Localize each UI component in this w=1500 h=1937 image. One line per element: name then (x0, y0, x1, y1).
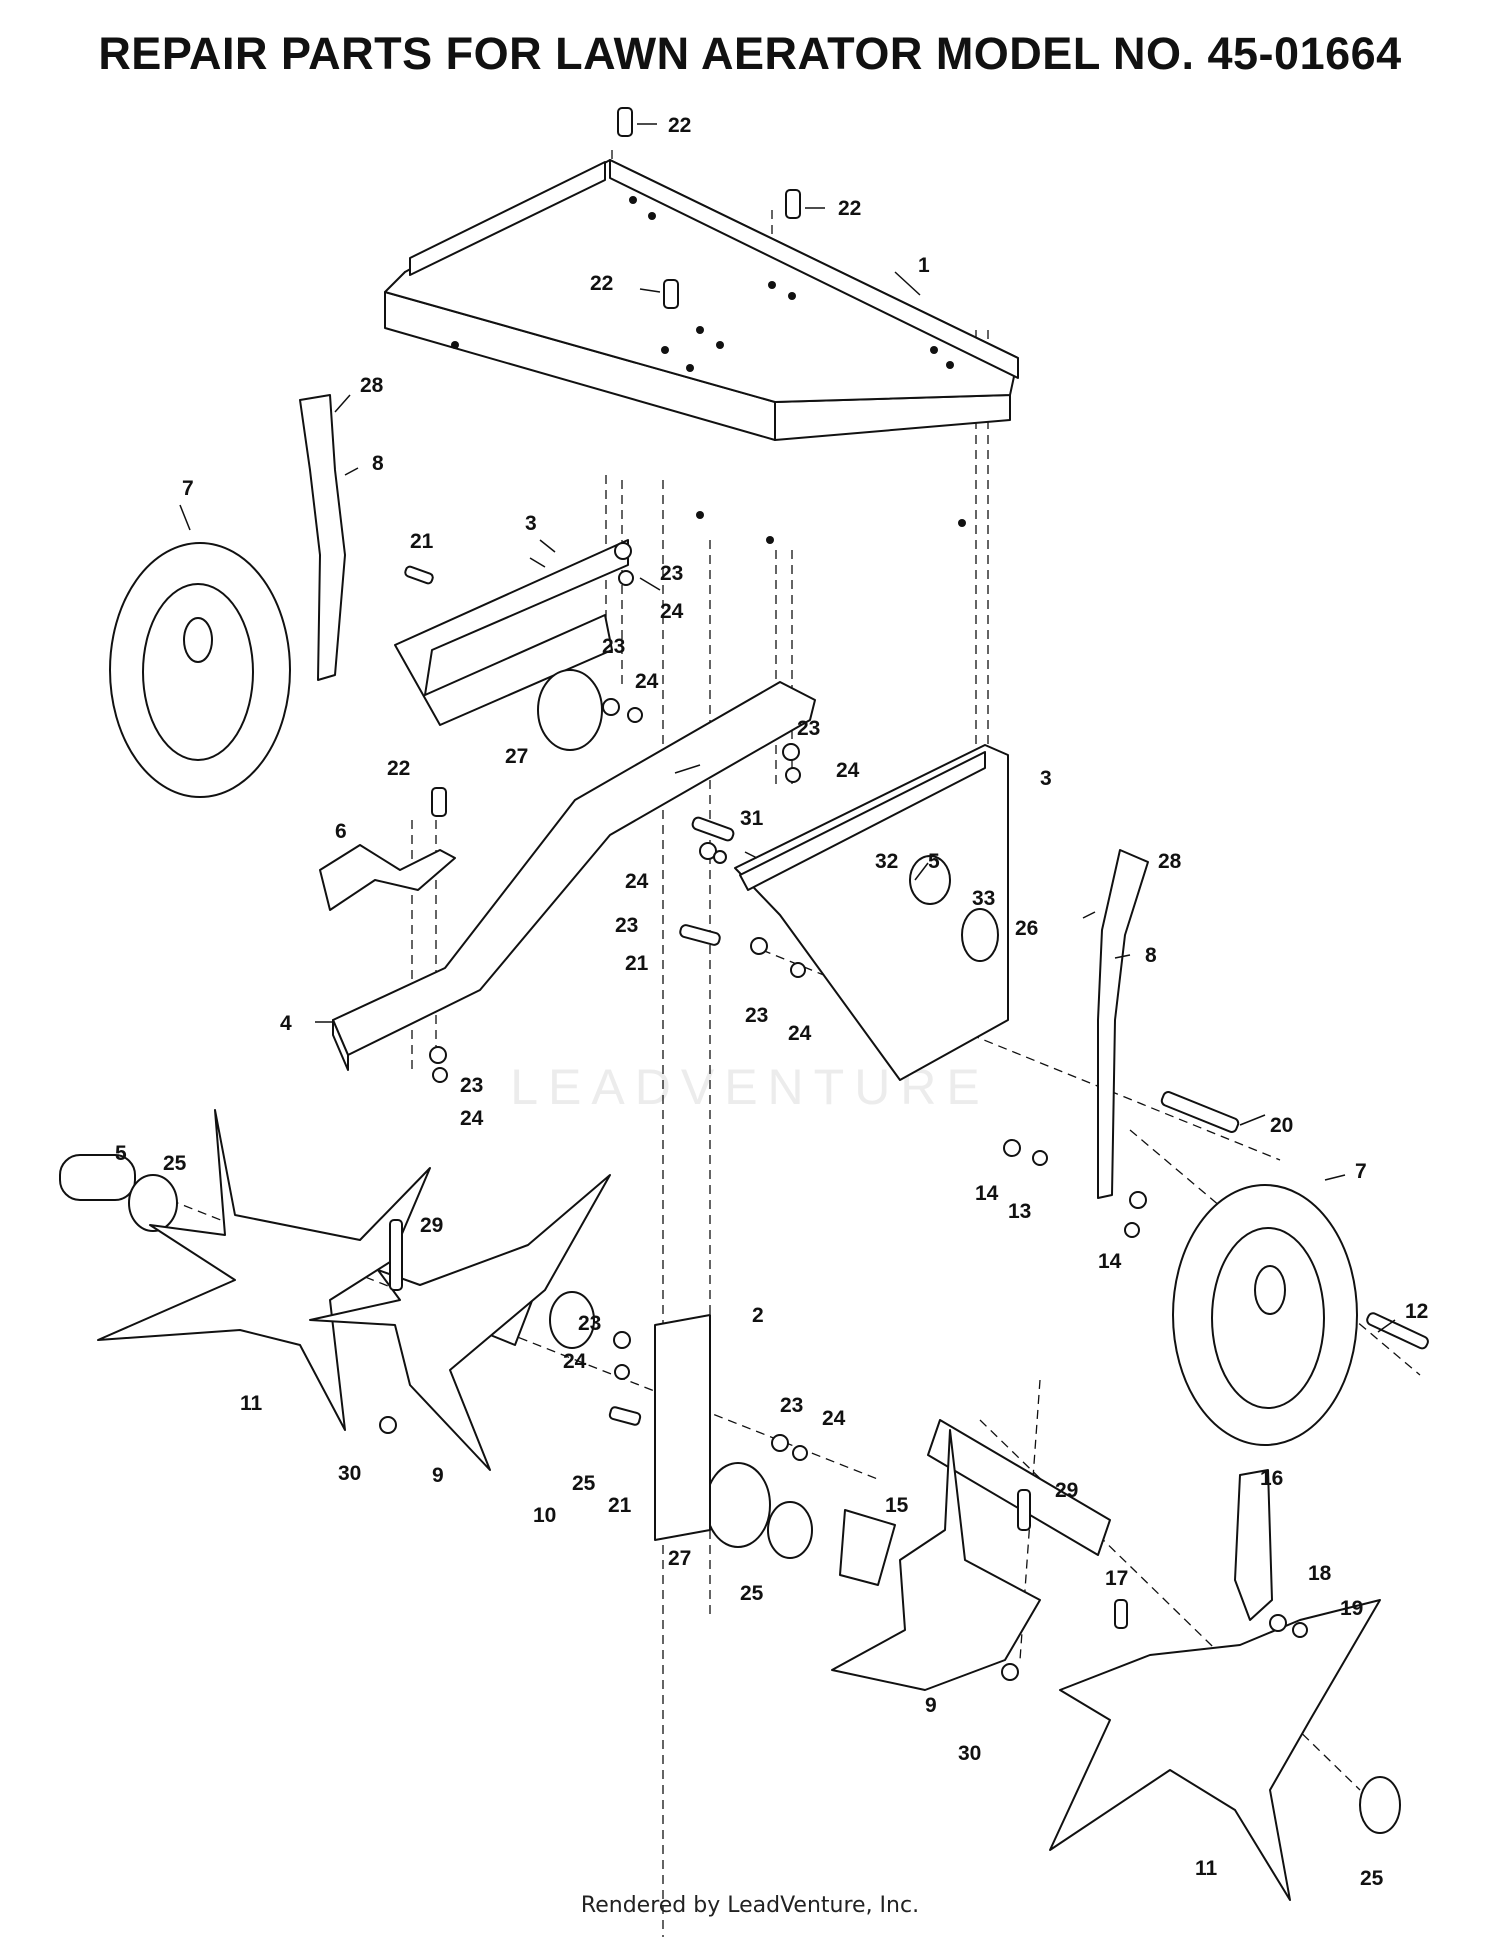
callout-25: 25 (1360, 1867, 1384, 1890)
callout-1: 1 (918, 254, 930, 277)
page-title: REPAIR PARTS FOR LAWN AERATOR MODEL NO. … (98, 28, 1402, 79)
callout-3: 3 (525, 512, 537, 535)
callout-8: 8 (1145, 944, 1157, 967)
part-tray (384, 159, 1019, 544)
callout-25: 25 (572, 1472, 596, 1495)
callout-9: 9 (925, 1694, 937, 1717)
callout-29: 29 (420, 1214, 443, 1237)
part-handle-left (299, 394, 346, 681)
callout-23: 23 (578, 1312, 601, 1335)
part-carriage-bolts (431, 107, 801, 817)
callout-25: 25 (740, 1582, 764, 1605)
callout-labels: 22 22 1 22 28 8 7 21 3 23 24 23 24 27 23… (115, 114, 1428, 1890)
callout-7: 7 (182, 477, 194, 500)
callout-30: 30 (958, 1742, 981, 1765)
callout-6: 6 (335, 820, 347, 843)
part-tine-star-upper-left (97, 1109, 431, 1431)
callout-23: 23 (780, 1394, 803, 1417)
callout-11: 11 (1195, 1857, 1218, 1880)
callout-23: 23 (660, 562, 683, 585)
callout-15: 15 (885, 1494, 909, 1517)
callout-7: 7 (1355, 1160, 1367, 1183)
callout-22: 22 (838, 197, 861, 220)
callout-20: 20 (1270, 1114, 1293, 1137)
callout-27: 27 (505, 745, 528, 768)
callout-9: 9 (432, 1464, 444, 1487)
callout-24: 24 (625, 870, 649, 893)
callout-18: 18 (1308, 1562, 1332, 1585)
callout-29: 29 (1055, 1479, 1078, 1502)
callout-22: 22 (668, 114, 691, 137)
callout-32: 32 (875, 850, 898, 873)
callout-28: 28 (1158, 850, 1182, 873)
callout-23: 23 (797, 717, 820, 740)
callout-4: 4 (280, 1012, 292, 1035)
callout-16: 16 (1260, 1467, 1283, 1490)
callout-21: 21 (625, 952, 649, 975)
callout-27: 27 (668, 1547, 691, 1570)
callout-21: 21 (410, 530, 434, 553)
callout-2: 2 (752, 1304, 764, 1327)
callout-24: 24 (836, 759, 860, 782)
part-tine-star-lower-mid (831, 1429, 1041, 1691)
part-wheel-right (1172, 1184, 1358, 1446)
callout-33: 33 (972, 887, 995, 910)
callout-24: 24 (635, 670, 659, 693)
part-upright-bracket (654, 1314, 711, 1541)
callout-5: 5 (928, 850, 940, 873)
callout-5: 5 (115, 1142, 127, 1165)
footer-credit: Rendered by LeadVenture, Inc. (580, 1893, 920, 1918)
part-tine-star-upper-mid (309, 1174, 611, 1471)
part-tine-star-lower-right (1049, 1469, 1381, 1901)
callout-3: 3 (1040, 767, 1052, 790)
callout-31: 31 (740, 807, 764, 830)
callout-30: 30 (338, 1462, 361, 1485)
callout-23: 23 (745, 1004, 768, 1027)
part-link-bracket (319, 844, 456, 911)
callout-28: 28 (360, 374, 384, 397)
callout-22: 22 (387, 757, 410, 780)
callout-24: 24 (822, 1407, 846, 1430)
callout-17: 17 (1105, 1567, 1128, 1590)
callout-23: 23 (460, 1074, 483, 1097)
part-hubs (537, 669, 771, 1548)
callout-24: 24 (788, 1022, 812, 1045)
callout-11: 11 (240, 1392, 263, 1415)
part-side-brackets (394, 539, 1009, 1081)
callout-21: 21 (608, 1494, 632, 1517)
callout-13: 13 (1008, 1200, 1031, 1223)
callout-26: 26 (1015, 917, 1038, 940)
part-handle-right (1097, 849, 1149, 1199)
callout-24: 24 (563, 1350, 587, 1373)
callout-19: 19 (1340, 1597, 1363, 1620)
callout-12: 12 (1405, 1300, 1428, 1323)
callout-25: 25 (163, 1152, 187, 1175)
callout-14: 14 (1098, 1250, 1122, 1273)
part-wheel-left (109, 542, 291, 798)
callout-22: 22 (590, 272, 613, 295)
callout-10: 10 (533, 1504, 556, 1527)
callout-leader-lines (179, 123, 1396, 1333)
callout-8: 8 (372, 452, 384, 475)
part-washers (128, 908, 1401, 1834)
callout-23: 23 (602, 635, 625, 658)
callout-24: 24 (660, 600, 684, 623)
callout-14: 14 (975, 1182, 999, 1205)
part-main-frame (332, 681, 816, 1071)
part-small-hardware (379, 542, 1429, 1681)
callout-24: 24 (460, 1107, 484, 1130)
callout-23: 23 (615, 914, 638, 937)
